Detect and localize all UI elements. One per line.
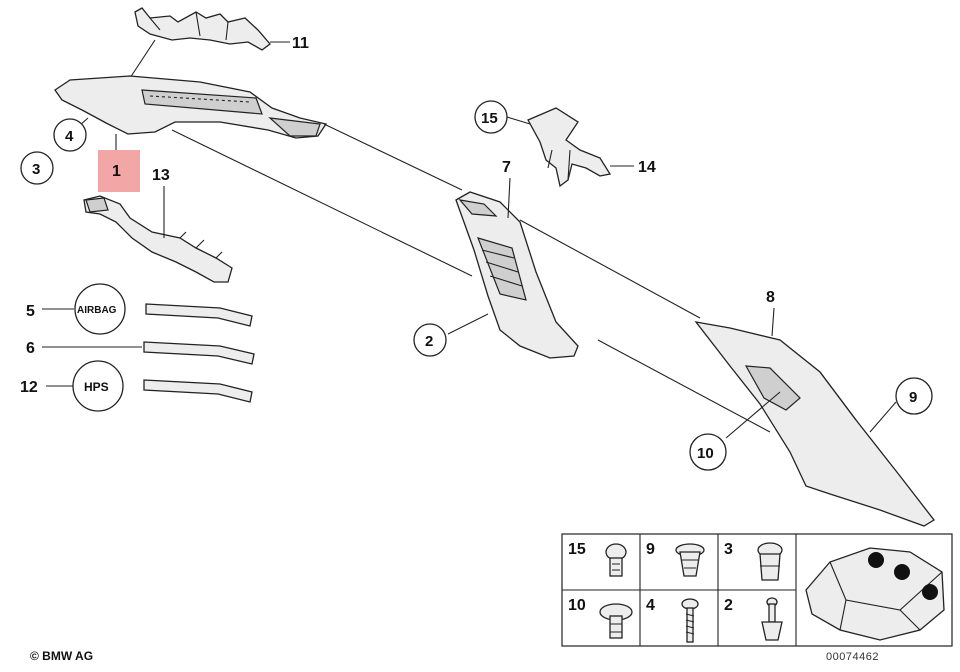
car-location-icon (805, 547, 945, 641)
inset-label-3: 3 (724, 541, 733, 558)
fastener-9-icon (675, 543, 705, 577)
part-7-pillar (455, 191, 579, 359)
callout-11: 11 (292, 35, 309, 52)
part-5-strip (145, 303, 253, 327)
callout-4-circle (53, 118, 87, 152)
callout-3-circle (20, 151, 54, 185)
callout-8: 8 (766, 289, 775, 306)
callout-2-circle (413, 323, 447, 357)
callout-12: 12 (20, 379, 38, 396)
callout-1-highlight (98, 150, 140, 192)
callout-9: 9 (909, 389, 917, 406)
inset-label-9: 9 (646, 541, 655, 558)
fastener-inset: 15 9 3 10 4 2 (561, 533, 953, 647)
callout-10: 10 (697, 445, 714, 462)
part-6-strip (143, 341, 255, 365)
callout-10-circle (689, 433, 727, 471)
callout-1: 1 (112, 163, 121, 180)
callout-6: 6 (26, 340, 35, 357)
callout-9-circle (895, 377, 933, 415)
inset-label-4: 4 (646, 597, 655, 614)
part-11-bracket (134, 7, 271, 51)
inset-label-2: 2 (724, 597, 733, 614)
part-13-bracket (83, 195, 233, 283)
callout-15: 15 (481, 110, 498, 127)
callout-5: 5 (26, 303, 35, 320)
fastener-4-icon (681, 598, 699, 643)
inset-label-15: 15 (568, 541, 586, 558)
inset-label-10: 10 (568, 597, 586, 614)
hps-label: HPS (84, 380, 109, 394)
drawing-number: 00074462 (826, 651, 879, 663)
callout-2: 2 (425, 333, 433, 350)
fastener-2-icon (761, 597, 783, 641)
callout-4: 4 (65, 128, 74, 145)
location-dot-1 (868, 552, 884, 568)
callout-7: 7 (502, 159, 511, 176)
hps-badge (72, 360, 124, 412)
part-1-trim (54, 75, 328, 139)
airbag-label: AIRBAG (77, 305, 117, 316)
part-9-pillar (694, 321, 935, 527)
callout-14: 14 (638, 159, 656, 176)
part-12-strip (143, 379, 253, 403)
location-dot-2 (894, 564, 910, 580)
fastener-15-icon (605, 543, 627, 577)
fastener-10-icon (599, 603, 633, 639)
airbag-badge (74, 283, 126, 335)
callout-13: 13 (152, 167, 170, 184)
fastener-3-icon (757, 542, 783, 581)
copyright-text: © BMW AG (30, 649, 94, 663)
part-14-bracket (527, 107, 612, 188)
location-dot-3 (922, 584, 938, 600)
callout-3: 3 (32, 161, 40, 178)
